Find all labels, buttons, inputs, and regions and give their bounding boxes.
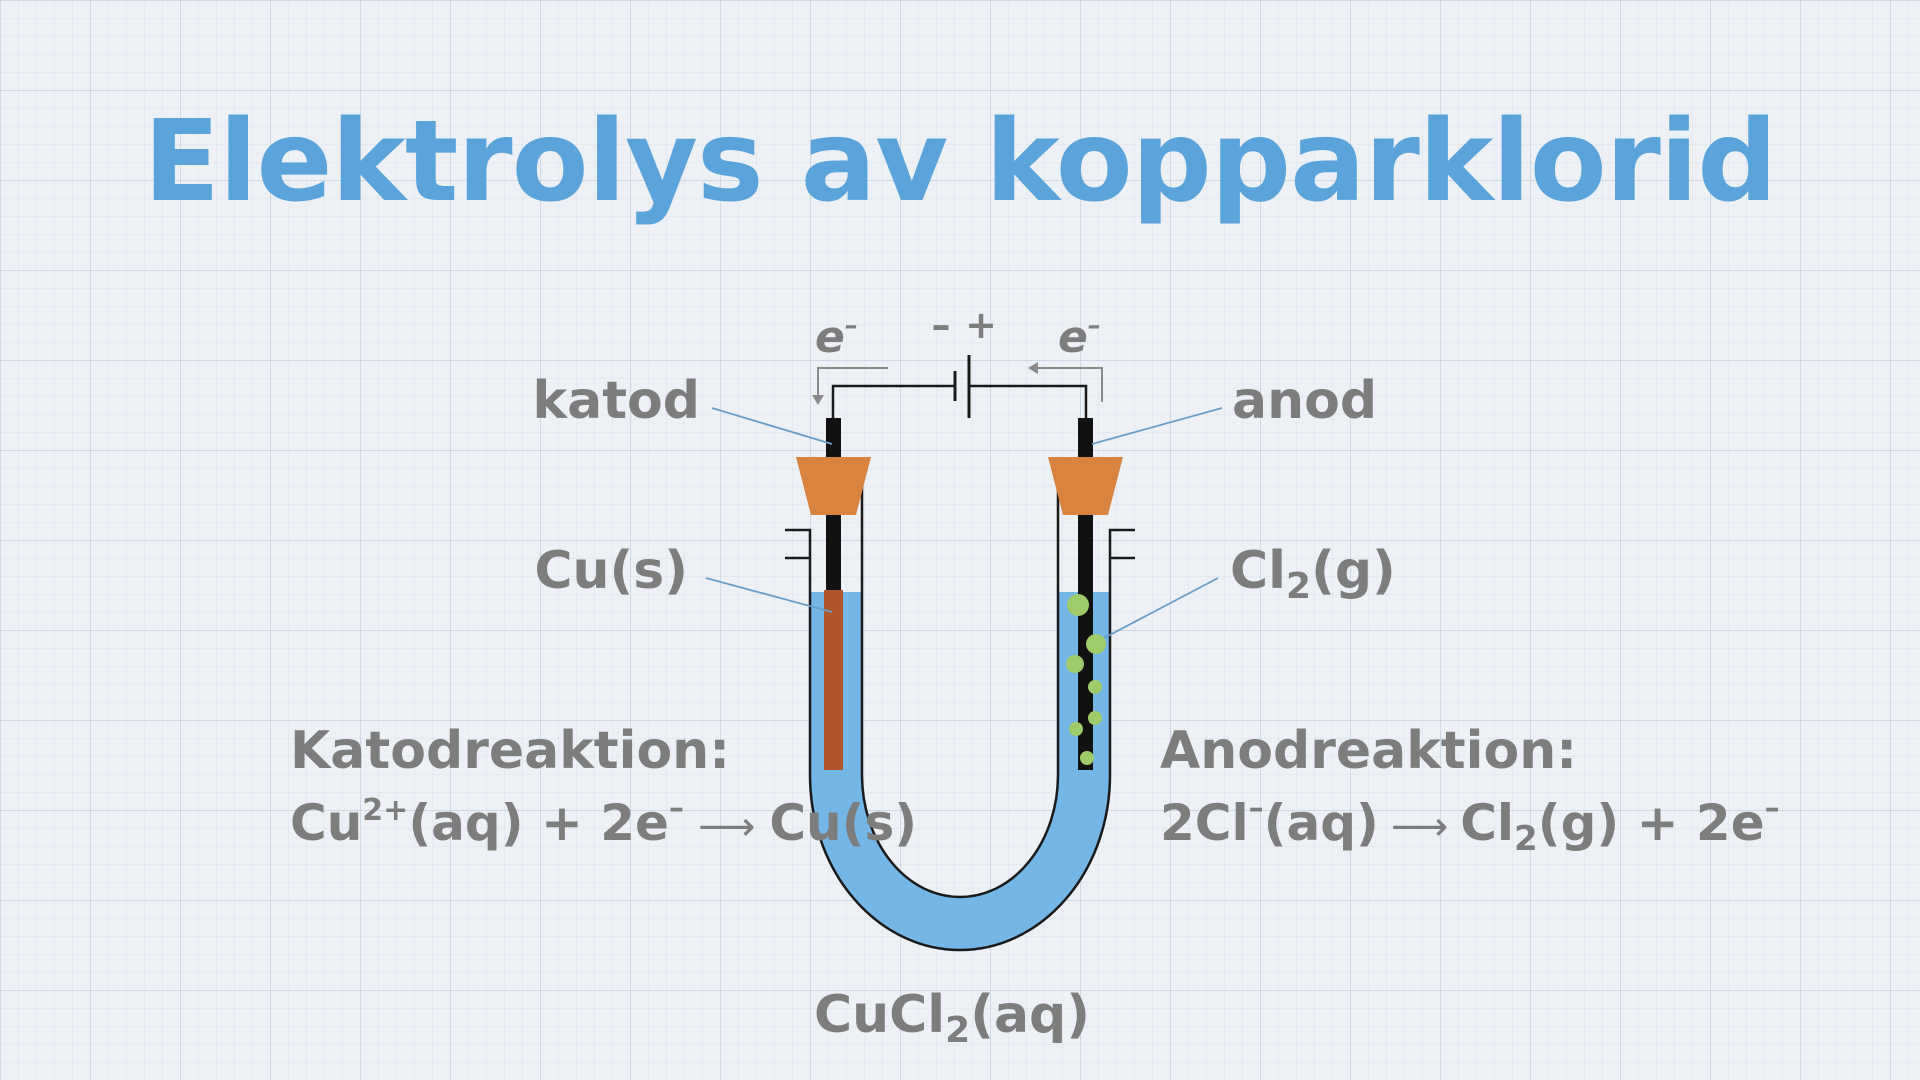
cathode-label: katod bbox=[533, 371, 700, 431]
anode-reaction-equation: 2Cl–(aq)⟶Cl2(g) + 2e– bbox=[1160, 791, 1780, 859]
circuit-wires bbox=[831, 384, 1088, 418]
anode-label: anod bbox=[1232, 371, 1377, 431]
chlorine-product-label: Cl2(g) bbox=[1230, 541, 1396, 607]
battery-symbol bbox=[953, 355, 971, 418]
gas-bubble bbox=[1088, 680, 1102, 694]
electrolyte-label: CuCl2(aq) bbox=[814, 985, 1090, 1051]
copper-product-label: Cu(s) bbox=[534, 541, 688, 601]
anode-reaction-heading: Anodreaktion: bbox=[1160, 721, 1577, 781]
arrow-left-icon bbox=[1028, 362, 1038, 374]
anode-reaction: Anodreaktion: 2Cl–(aq)⟶Cl2(g) + 2e– bbox=[1160, 721, 1780, 859]
anode-stopper bbox=[1048, 457, 1123, 515]
pointer-lines bbox=[705, 407, 1223, 639]
battery-minus-label: – bbox=[932, 303, 951, 347]
u-tube-glass bbox=[785, 470, 1135, 952]
copper-chloride-solution bbox=[810, 592, 1110, 950]
arrow-down-icon bbox=[812, 395, 824, 405]
cathode-reaction: Katodreaktion: Cu2+(aq) + 2e–⟶Cu(s) bbox=[290, 721, 917, 852]
chlorine-bubbles bbox=[1066, 594, 1106, 765]
slide-title: Elektrolys av kopparklorid bbox=[144, 97, 1777, 227]
electron-flow-arrows bbox=[817, 367, 1103, 402]
gas-bubble bbox=[1067, 594, 1089, 616]
copper-deposit bbox=[824, 590, 843, 770]
gas-bubble bbox=[1086, 634, 1106, 654]
gas-bubble bbox=[1069, 722, 1083, 736]
cathode-reaction-equation: Cu2+(aq) + 2e–⟶Cu(s) bbox=[290, 791, 917, 852]
electron-label-right: e– bbox=[1058, 311, 1101, 363]
cathode-reaction-heading: Katodreaktion: bbox=[290, 721, 730, 781]
gas-bubble bbox=[1088, 711, 1102, 725]
battery-plus-label: + bbox=[965, 303, 997, 347]
u-tube-apparatus bbox=[785, 418, 1135, 952]
electron-label-left: e– bbox=[815, 311, 858, 363]
gas-bubble bbox=[1066, 655, 1084, 673]
gas-bubble bbox=[1080, 751, 1094, 765]
cathode-stopper bbox=[796, 457, 871, 515]
